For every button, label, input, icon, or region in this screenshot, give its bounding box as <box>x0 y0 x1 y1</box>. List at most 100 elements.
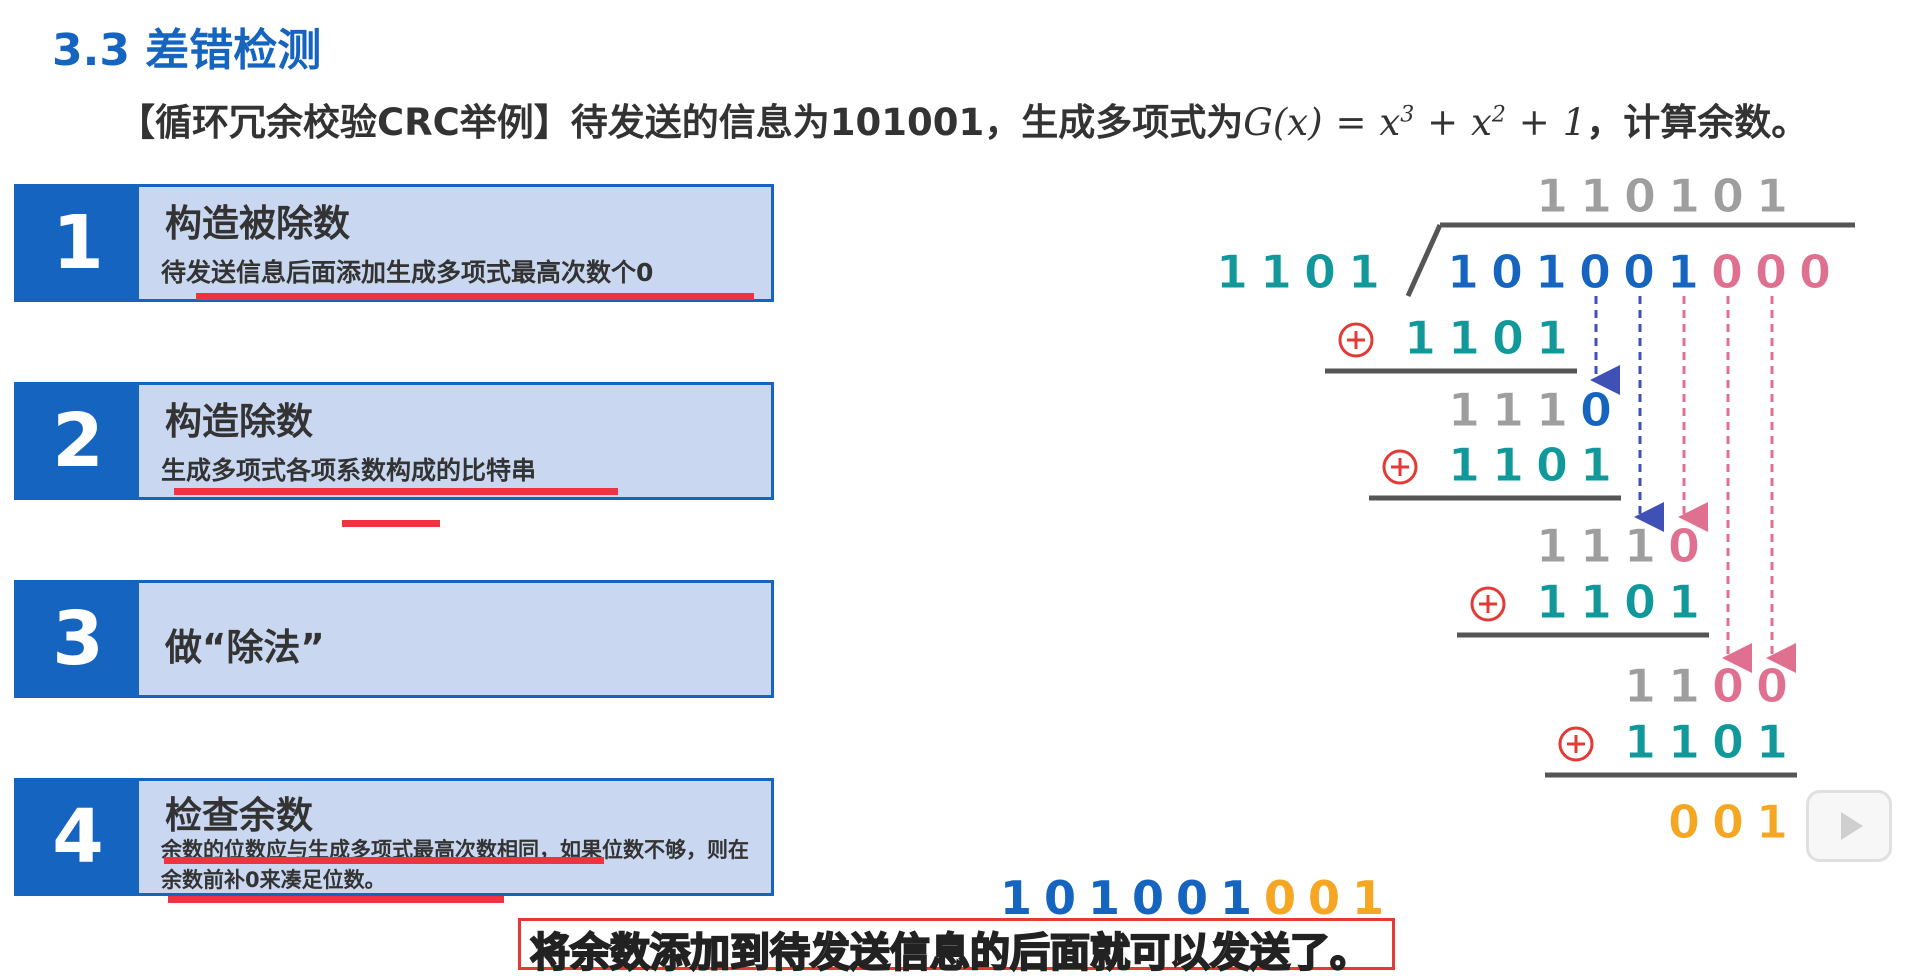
frame-info-digit: 1 <box>1220 871 1252 924</box>
red-underline <box>164 857 604 864</box>
section-title: 3.3 差错检测 <box>52 25 322 76</box>
division-row-digit: 0 <box>1712 715 1744 769</box>
division-row-digit: 1 <box>1580 575 1612 629</box>
polynomial-exp3: 3 <box>1400 102 1415 128</box>
division-row-digit: 1 <box>1624 715 1656 769</box>
quotient-digit: 1 <box>1536 169 1568 223</box>
dividend-digit: 0 <box>1579 245 1611 299</box>
xor-icon <box>1558 726 1594 762</box>
xor-icon <box>1470 586 1506 622</box>
step-number: 1 <box>17 187 139 299</box>
division-row-digit: 1 <box>1492 438 1524 492</box>
divisor-digit: 1 <box>1348 245 1380 299</box>
division-row-digit: 0 <box>1756 659 1788 713</box>
step-card-1: 1 构造被除数 待发送信息后面添加生成多项式最高次数个0 <box>14 184 774 302</box>
division-row-digit: 1 <box>1448 383 1480 437</box>
dividend-digit: 1 <box>1535 245 1567 299</box>
polynomial-eq: = <box>1335 101 1367 144</box>
quotient-digit: 1 <box>1756 169 1788 223</box>
division-row-digit: 1 <box>1536 311 1568 365</box>
red-underline <box>174 488 618 495</box>
step-heading: 构造被除数 <box>165 202 350 245</box>
dividend-digit: 0 <box>1799 245 1831 299</box>
division-row-digit: 0 <box>1624 575 1656 629</box>
quotient-digit: 1 <box>1668 169 1700 223</box>
remainder-digit: 0 <box>1668 795 1700 849</box>
division-row-digit: 1 <box>1668 715 1700 769</box>
step-number: 4 <box>17 781 139 893</box>
dividend-digit: 1 <box>1447 245 1479 299</box>
division-row-digit: 1 <box>1404 311 1436 365</box>
division-row-digit: 1 <box>1624 519 1656 573</box>
frame-crc-digit: 0 <box>1264 871 1296 924</box>
step-heading: 检查余数 <box>165 794 313 837</box>
dividend-digit: 0 <box>1623 245 1655 299</box>
quotient-digit: 0 <box>1624 169 1656 223</box>
play-icon[interactable] <box>1806 790 1892 862</box>
step-number: 3 <box>17 583 139 695</box>
divisor-digit: 1 <box>1216 245 1248 299</box>
division-row-digit: 0 <box>1536 438 1568 492</box>
step-description: 生成多项式各项系数构成的比特串 <box>161 456 537 485</box>
division-row-digit: 1 <box>1668 575 1700 629</box>
polynomial-plus: + <box>1518 101 1550 144</box>
step-card-4: 4 检查余数 余数的位数应与生成多项式最高次数相同，如果位数不够，则在余数前补0… <box>14 778 774 896</box>
frame-crc-digit: 0 <box>1308 871 1340 924</box>
remainder-digit: 1 <box>1756 795 1788 849</box>
division-row-digit: 1 <box>1580 438 1612 492</box>
step-heading: 构造除数 <box>165 400 313 443</box>
dividend-digit: 0 <box>1491 245 1523 299</box>
example-suffix: ，计算余数。 <box>1586 101 1809 144</box>
frame-info-digit: 1 <box>1000 871 1032 924</box>
division-row-digit: 0 <box>1668 519 1700 573</box>
divisor-digit: 0 <box>1304 245 1336 299</box>
division-bracket <box>1405 223 1443 298</box>
division-row-digit: 1 <box>1668 659 1700 713</box>
division-row-digit: 1 <box>1756 715 1788 769</box>
polynomial-x2: x <box>1471 101 1492 144</box>
step-card-3: 3 做“除法” <box>14 580 774 698</box>
dividend-digit: 1 <box>1667 245 1699 299</box>
frame-info-digit: 0 <box>1176 871 1208 924</box>
step-description: 待发送信息后面添加生成多项式最高次数个0 <box>161 258 654 287</box>
red-underline <box>168 896 504 903</box>
dividend-digit: 0 <box>1711 245 1743 299</box>
polynomial-x3: x <box>1379 101 1401 144</box>
step-heading: 做“除法” <box>165 626 325 669</box>
polynomial-plus: + <box>1427 101 1459 144</box>
polynomial-exp2: 2 <box>1491 102 1506 128</box>
division-row-digit: 0 <box>1712 659 1744 713</box>
polynomial-one: 1 <box>1562 101 1587 144</box>
example-statement: 【循环冗余校验CRC举例】待发送的信息为101001，生成多项式为G(x) = … <box>118 92 1808 146</box>
xor-icon <box>1338 322 1374 358</box>
frame-info-digit: 0 <box>1044 871 1076 924</box>
xor-icon <box>1382 449 1418 485</box>
video-subtitle: 将余数添加到待发送信息的后面就可以发送了。 <box>529 929 1371 977</box>
red-underline <box>342 520 440 527</box>
division-row-digit: 1 <box>1624 659 1656 713</box>
dividend-digit: 0 <box>1755 245 1787 299</box>
frame-crc-digit: 1 <box>1352 871 1384 924</box>
step-number: 2 <box>17 385 139 497</box>
polynomial-g: G(x) <box>1243 101 1323 144</box>
example-text: 【循环冗余校验CRC举例】待发送的信息为101001，生成多项式为 <box>118 101 1244 144</box>
division-row-digit: 1 <box>1580 519 1612 573</box>
division-row-digit: 1 <box>1536 575 1568 629</box>
division-row-digit: 0 <box>1580 383 1612 437</box>
division-row-digit: 1 <box>1448 311 1480 365</box>
frame-info-digit: 1 <box>1088 871 1120 924</box>
step-card-2: 2 构造除数 生成多项式各项系数构成的比特串 <box>14 382 774 500</box>
division-row-digit: 0 <box>1492 311 1524 365</box>
frame-info-digit: 0 <box>1132 871 1164 924</box>
quotient-digit: 0 <box>1712 169 1744 223</box>
division-row-digit: 1 <box>1536 519 1568 573</box>
quotient-digit: 1 <box>1580 169 1612 223</box>
division-row-digit: 1 <box>1492 383 1524 437</box>
division-row-digit: 1 <box>1536 383 1568 437</box>
red-underline <box>196 293 754 300</box>
division-row-digit: 1 <box>1448 438 1480 492</box>
remainder-digit: 0 <box>1712 795 1744 849</box>
divisor-digit: 1 <box>1260 245 1292 299</box>
